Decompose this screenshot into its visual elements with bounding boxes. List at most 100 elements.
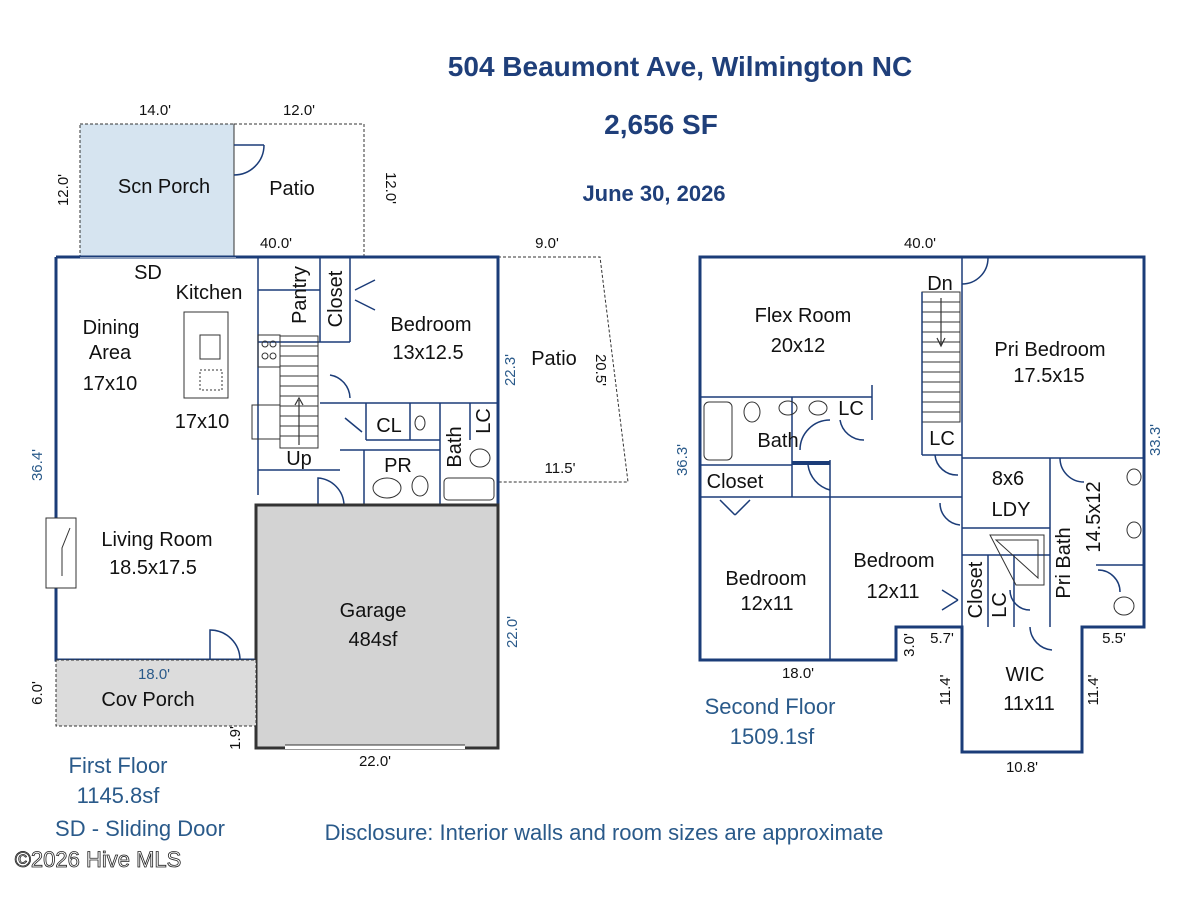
refrigerator-icon	[251, 404, 281, 440]
bathtub-icon	[703, 401, 733, 461]
room-label-wic: WIC	[1006, 664, 1045, 686]
room-label-lc-top: LC	[838, 398, 864, 420]
dim-step-c: 5.5'	[1102, 630, 1126, 647]
property-address: 504 Beaumont Ave, Wilmington NC	[448, 51, 912, 82]
dim-house-width: 40.0'	[260, 235, 292, 252]
dim-step-b: 5.7'	[930, 630, 954, 647]
room-size-flex-room: 20x12	[771, 335, 826, 357]
dim-wic-right: 11.4'	[1085, 674, 1102, 705]
room-label-pantry: Pantry	[289, 266, 311, 324]
dim-patio-right-inner: 22.3'	[502, 354, 519, 386]
dim-second-width: 40.0'	[904, 235, 936, 252]
total-square-footage: 2,656 SF	[604, 109, 718, 140]
bedroom-door-arc-icon	[807, 464, 831, 491]
front-door-icon	[209, 629, 241, 661]
powder-sink-icon	[372, 477, 402, 499]
dim-wic-left: 11.4'	[937, 674, 954, 705]
screened-porch-area	[79, 123, 235, 258]
toilet-icon	[1113, 596, 1135, 616]
dim-garage-offset: 1.9'	[227, 726, 244, 750]
toilet-icon	[469, 448, 491, 468]
powder-toilet-icon	[411, 475, 429, 497]
room-label-bath: Bath	[444, 426, 466, 467]
room-label-bedroom-mid: Bedroom	[853, 550, 934, 572]
room-label-cl: CL	[376, 415, 402, 437]
room-label-cov-porch: Cov Porch	[101, 689, 194, 711]
stair-walls	[921, 257, 963, 630]
covered-porch-area	[55, 659, 257, 727]
water-closet-door-icon	[1097, 569, 1121, 593]
dim-patio-right-outer: 20.5'	[592, 354, 609, 386]
first-floor-plan: Scn Porch Patio Kitchen Dining Area 17x1…	[29, 102, 629, 841]
room-label-pri-bedroom: Pri Bedroom	[994, 339, 1105, 361]
dim-second-left-depth: 36.3'	[674, 444, 691, 476]
room-size-garage: 484sf	[349, 629, 398, 651]
room-label-pr: PR	[384, 455, 412, 477]
room-label-patio-right: Patio	[531, 348, 577, 370]
room-size-ldy: 8x6	[992, 468, 1024, 490]
room-label-ldy: LDY	[992, 499, 1031, 521]
dim-second-right-depth: 33.3'	[1147, 424, 1164, 456]
dim-wic-bottom: 10.8'	[1006, 759, 1038, 776]
shower-icon	[989, 534, 1045, 586]
room-label-bath: Bath	[757, 430, 798, 452]
room-size-living-room: 18.5x17.5	[109, 557, 197, 579]
room-size-pri-bedroom: 17.5x15	[1013, 365, 1084, 387]
dim-patio-right-bottom: 11.5'	[545, 460, 576, 477]
burner-icon	[269, 340, 277, 348]
room-label-closet: Closet	[707, 471, 764, 493]
patio-right-area	[498, 256, 629, 483]
disclosure-note: Disclosure: Interior walls and room size…	[325, 820, 884, 845]
sink-icon	[199, 334, 221, 360]
stairs-down-label: Dn	[927, 273, 953, 295]
laundry-bath-walls	[962, 457, 1144, 627]
bedroom-door-icon	[329, 374, 351, 399]
second-floor-label: Second Floor	[705, 694, 836, 719]
burner-icon	[261, 352, 269, 360]
dim-porch-height: 12.0'	[55, 174, 72, 206]
room-label-closet-small: Closet	[965, 561, 987, 618]
sink-icon	[778, 400, 798, 416]
kitchen-walls	[257, 257, 351, 495]
bath-door-icon	[799, 419, 831, 451]
garage-entry-door-icon	[317, 477, 345, 506]
closet-small-door-icon	[344, 417, 363, 433]
room-size-dining: 17x10	[83, 373, 138, 395]
room-label-dining: Dining	[83, 317, 140, 339]
wic-door-icon	[1029, 626, 1053, 651]
closet-door-icon	[354, 279, 376, 311]
dim-garage-depth: 22.0'	[504, 616, 521, 648]
dim-house-depth: 36.4'	[29, 449, 46, 481]
dim-patio-width: 12.0'	[283, 102, 315, 119]
dim-cov-porch-depth: 6.0'	[29, 681, 46, 705]
stairs-up-label: Up	[286, 448, 312, 470]
room-label-garage: Garage	[340, 600, 407, 622]
dim-garage-width: 22.0'	[359, 753, 391, 770]
room-size-bedroom-left: 12x11	[740, 593, 793, 615]
dim-cov-porch-width: 18.0'	[138, 666, 170, 683]
bedroom-mid-door-icon	[939, 502, 961, 526]
lc-small-door-icon	[1009, 589, 1031, 611]
closet-door-icon	[719, 499, 751, 516]
fireplace-detail-icon	[61, 527, 71, 576]
sink-icon	[1126, 521, 1142, 539]
sliding-door-label: SD	[134, 262, 162, 284]
sink-icon	[1126, 468, 1142, 486]
bathtub-icon	[443, 477, 495, 501]
room-label-scn-porch: Scn Porch	[118, 176, 210, 198]
pri-bath-door-icon	[1059, 457, 1085, 483]
first-floor-label: First Floor	[69, 753, 168, 778]
closet-small-door-icon	[941, 589, 959, 611]
lc-mid-door-icon	[934, 454, 959, 476]
fireplace-icon	[45, 517, 77, 589]
first-floor-area: 1145.8sf	[77, 783, 161, 808]
room-size-pri-bath: 14.5x12	[1083, 481, 1105, 552]
burner-icon	[269, 352, 277, 360]
range-icon	[257, 334, 281, 368]
dim-patio-height: 12.0'	[382, 172, 399, 204]
shower-detail-icon	[994, 539, 1039, 580]
room-label-flex-room: Flex Room	[755, 305, 852, 327]
plan-date: June 30, 2026	[582, 181, 725, 206]
porch-door-icon	[233, 144, 265, 176]
